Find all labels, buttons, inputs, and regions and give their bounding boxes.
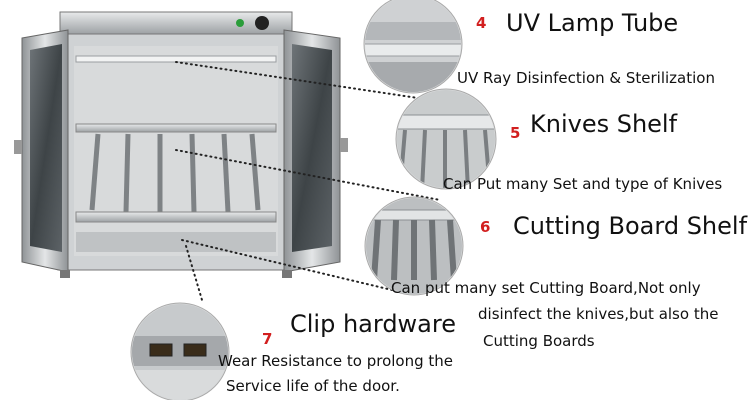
callout-title-knives-shelf: Knives Shelf — [530, 110, 678, 138]
callout-desc-cutting-board-line-3: Cutting Boards — [483, 332, 595, 350]
callout-number-4: 4 — [476, 14, 487, 32]
leader-lines — [175, 61, 466, 301]
detail-cutting-board — [364, 196, 464, 296]
detail-clip-hardware — [130, 302, 230, 400]
callout-desc-uv-lamp-tube: UV Ray Disinfection & Sterilization — [457, 69, 715, 87]
callout-number-6: 6 — [480, 218, 491, 236]
indicator-light — [236, 19, 244, 27]
detail-uv-lamp — [363, 0, 463, 94]
callout-title-uv-lamp-tube: UV Lamp Tube — [506, 9, 679, 37]
callout-desc-knives-shelf: Can Put many Set and type of Knives — [443, 175, 723, 193]
knife-slots — [89, 133, 261, 213]
detail-knives-shelf — [395, 88, 497, 190]
callout-number-5: 5 — [510, 124, 521, 142]
cutting-board-shelf — [75, 211, 277, 223]
callout-desc-clip-line-1: Wear Resistance to prolong the — [218, 352, 454, 370]
callout-desc-clip-line-2: Service life of the door. — [226, 377, 400, 395]
callout-desc-cutting-board-line-1: Can put many set Cutting Board,Not only — [391, 279, 701, 297]
callout-title-clip-hardware: Clip hardware — [290, 310, 456, 338]
knives-shelf — [75, 123, 277, 133]
power-knob — [255, 16, 269, 30]
callout-desc-cutting-board-line-2: disinfect the knives,but also the — [478, 305, 719, 323]
callout-title-cutting-board-shelf: Cutting Board Shelf — [513, 212, 748, 240]
callout-number-7: 7 — [262, 330, 273, 348]
